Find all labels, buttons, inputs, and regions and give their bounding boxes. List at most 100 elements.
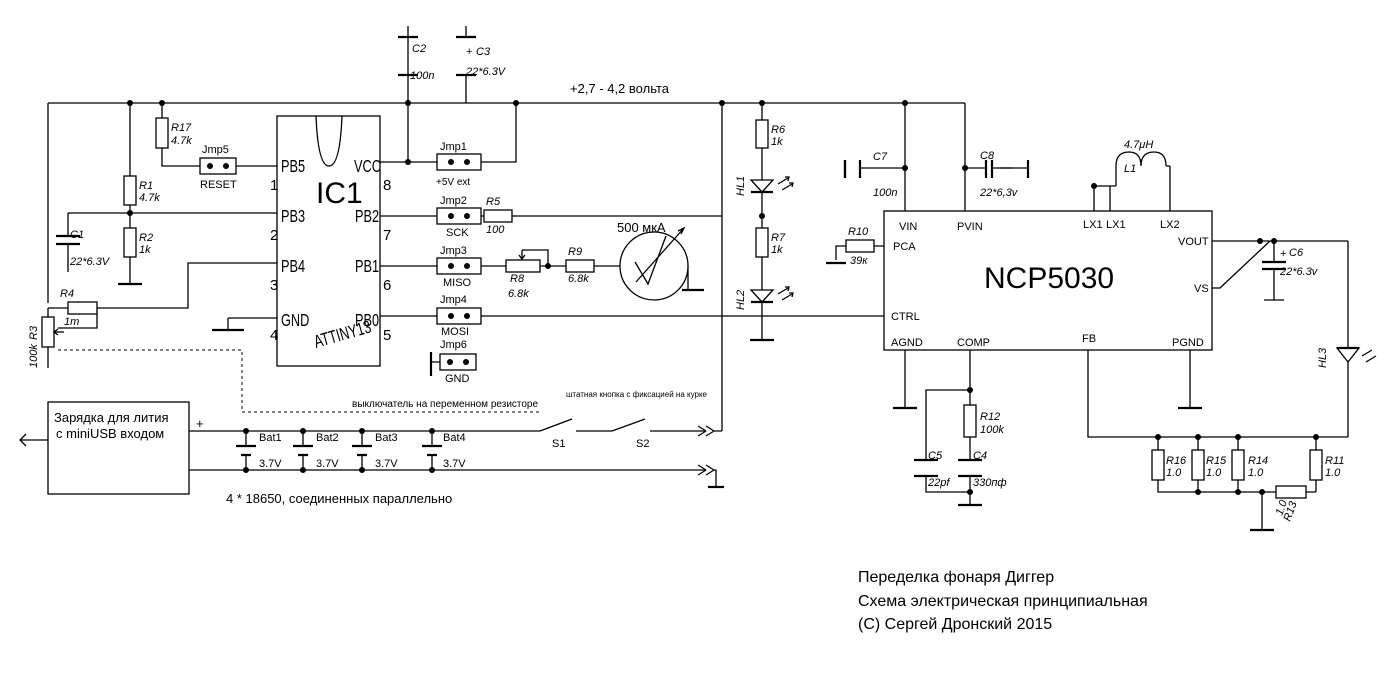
switch-s2: S2 xyxy=(611,418,649,450)
ncp-pin-ctrl: CTRL xyxy=(891,311,920,323)
resistor-r1: R1 4.7k xyxy=(123,175,160,206)
c5-ref: C5 xyxy=(928,450,943,462)
ic1-pin-pb1: PB1 xyxy=(355,257,379,277)
r3-val: 100k xyxy=(28,344,40,368)
c3-val: 22*6.3V xyxy=(465,66,507,78)
jmp6-label: GND xyxy=(445,373,470,385)
r16-val: 1.0 xyxy=(1166,467,1182,479)
c2-val: 100n xyxy=(410,70,434,82)
supply-label: +2,7 - 4,2 вольта xyxy=(570,81,670,96)
jmp1-label: +5V ext xyxy=(436,177,470,188)
r17-ref: R17 xyxy=(171,122,192,134)
r10-val: 39к xyxy=(850,255,868,267)
ic1-pin-vcc: VCC xyxy=(354,157,381,177)
capacitor-c4: C4 330пф xyxy=(958,450,1007,489)
c7-ref: C7 xyxy=(873,151,888,163)
ic1-ref: IC1 xyxy=(316,177,363,210)
r9-val: 6.8k xyxy=(568,273,589,285)
r1-ref: R1 xyxy=(139,180,153,192)
r14-val: 1.0 xyxy=(1248,467,1264,479)
ncp-pin-pca: PCA xyxy=(893,241,916,253)
r15-val: 1.0 xyxy=(1206,467,1222,479)
r9-ref: R9 xyxy=(568,246,582,258)
jmp5-ref: Jmp5 xyxy=(202,144,229,156)
r2-val: 1k xyxy=(139,244,151,256)
switches: S1 S2 xyxy=(539,418,722,476)
jmp3-ref: Jmp3 xyxy=(440,245,467,257)
resistor-r11: R11 1.0 xyxy=(1309,449,1344,481)
ic1-num-8: 8 xyxy=(383,177,391,194)
ncp-pin-agnd: AGND xyxy=(891,337,923,349)
c6-plus: + xyxy=(1280,248,1286,260)
jmp4-label: MOSI xyxy=(441,326,469,338)
resistor-r4: R4 1m xyxy=(60,288,98,328)
s2-ref: S2 xyxy=(636,438,649,450)
resistor-r15: R15 1.0 xyxy=(1191,449,1227,481)
switch-s1: S1 xyxy=(539,418,573,450)
bat4-val: 3.7V xyxy=(443,458,466,470)
resistor-r5: R5 100 xyxy=(483,196,513,236)
jmp1-ref: Jmp1 xyxy=(440,141,467,153)
battery-bat4: Bat4 3.7V xyxy=(422,431,466,470)
c1-val: 22*6.3V xyxy=(69,256,111,268)
caption-line3: (С) Сергей Дронский 2015 xyxy=(858,616,1052,633)
note-cells: 4 * 18650, соединенных параллельно xyxy=(226,491,452,506)
bat4-ref: Bat4 xyxy=(443,432,466,444)
capacitors: C1 22*6.3V C2 100n + C3 22*6.3V C7 100n … xyxy=(56,35,1319,489)
batteries: Bat1 3.7V Bat2 3.7V Bat3 3.7V Bat4 3.7V xyxy=(236,431,466,470)
ncp-pin-pgnd: PGND xyxy=(1172,337,1204,349)
ncp-pin-vout: VOUT xyxy=(1178,236,1209,248)
ncp5030-chip: NCP5030 VIN PVIN LX1 LX1 LX2 PCA VOUT VS… xyxy=(883,210,1213,351)
r4-ref: R4 xyxy=(60,288,74,300)
ic1-num-1: 1 xyxy=(270,177,278,194)
r8-val: 6.8k xyxy=(508,288,529,300)
ncp-pin-comp: COMP xyxy=(957,337,990,349)
ic1-pin-gnd: GND xyxy=(281,311,309,331)
r11-val: 1.0 xyxy=(1325,467,1341,479)
ic1-pin-pb5: PB5 xyxy=(281,157,305,177)
resistor-r12: R12 100k xyxy=(963,404,1004,438)
c4-val: 330пф xyxy=(973,477,1007,489)
resistor-r14: R14 1.0 xyxy=(1231,449,1268,481)
c6-ref: C6 xyxy=(1289,247,1304,259)
ic1-num-4: 4 xyxy=(270,327,278,344)
hl1-ref: HL1 xyxy=(735,176,747,196)
leds: HL1 HL2 HL3 xyxy=(735,176,1377,368)
resistor-r9: R9 6.8k xyxy=(565,246,595,285)
c3-plus: + xyxy=(466,46,472,58)
r1-val: 4.7k xyxy=(139,192,160,204)
led-hl3: HL3 xyxy=(1317,346,1377,368)
bat3-ref: Bat3 xyxy=(375,432,398,444)
charger-plus: + xyxy=(196,416,204,431)
capacitor-c5: C5 22pf xyxy=(914,450,950,489)
c4-ref: C4 xyxy=(973,450,987,462)
caption: Переделка фонаря Диггер Схема электричес… xyxy=(858,569,1148,633)
caption-line2: Схема электрическая принципиальная xyxy=(858,593,1148,610)
battery-bat3: Bat3 3.7V xyxy=(352,431,398,470)
r8-ref: R8 xyxy=(510,273,525,285)
r12-val: 100k xyxy=(980,424,1004,436)
ic1-attiny13: IC1 ATTINY13 PB5 PB3 PB4 GND VCC PB2 PB1… xyxy=(270,115,391,367)
charger-line1: Зарядка для лития xyxy=(54,410,169,425)
ic1-num-3: 3 xyxy=(270,277,278,294)
ic1-num-7: 7 xyxy=(383,227,391,244)
ncp-pin-lx1b: LX1 xyxy=(1106,219,1126,231)
r6-val: 1k xyxy=(771,136,783,148)
led-hl2: HL2 xyxy=(735,286,794,310)
led-hl1: HL1 xyxy=(735,176,794,196)
r5-ref: R5 xyxy=(486,196,501,208)
capacitor-c1: C1 22*6.3V xyxy=(56,229,111,268)
capacitor-c2: C2 100n xyxy=(398,35,434,82)
bat3-val: 3.7V xyxy=(375,458,398,470)
resistor-r10: R10 39к xyxy=(845,226,875,267)
r13-val: 1.0 xyxy=(1274,498,1291,517)
jumpers: Jmp5 RESET Jmp1 +5V ext Jmp2 SCK Jmp3 MI… xyxy=(199,141,482,385)
ncp-pin-vin: VIN xyxy=(899,221,917,233)
note-button: штатная кнопка с фиксацией на курке xyxy=(566,390,708,399)
battery-bat2: Bat2 3.7V xyxy=(293,431,339,470)
resistor-r3: R3 100k xyxy=(28,316,64,368)
c6-val: 22*6.3v xyxy=(1279,266,1319,278)
c3-ref: C3 xyxy=(476,46,491,58)
ic1-pin-pb4: PB4 xyxy=(281,257,305,277)
